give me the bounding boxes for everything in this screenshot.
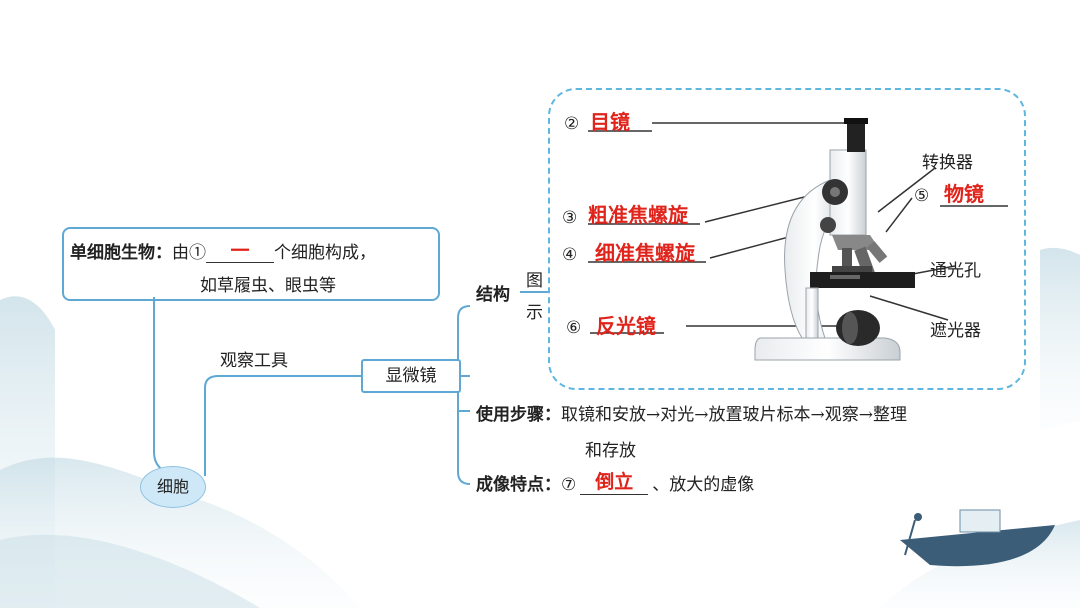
diagram-label-1: 图 xyxy=(526,266,543,291)
part-answer-3: 粗准焦螺旋 xyxy=(588,199,688,228)
part-num-4: ④ xyxy=(562,245,577,265)
diagram-label-2: 示 xyxy=(526,298,543,323)
branch-bracket xyxy=(458,306,470,484)
single-cell-label: 单细胞生物： xyxy=(70,243,172,263)
part-num-6: ⑥ xyxy=(566,318,581,338)
part-diaphragm: 遮光器 xyxy=(930,316,981,341)
part-aperture: 通光孔 xyxy=(930,256,981,281)
steps-line2: 和存放 xyxy=(585,436,636,461)
single-cell-suffix: 个细胞构成， xyxy=(274,243,376,263)
steps-line1: 使用步骤：取镜和安放→对光→放置玻片标本→观察→整理 xyxy=(476,400,907,425)
part-answer-5: 物镜 xyxy=(944,178,984,207)
answer-7: 倒立 xyxy=(595,471,633,493)
part-num-2: ② xyxy=(564,114,579,134)
part-answer-6: 反光镜 xyxy=(596,310,656,339)
line-cell-to-microscope xyxy=(205,376,361,476)
microscope-node: 显微镜 xyxy=(361,359,461,393)
steps-label: 使用步骤： xyxy=(476,405,561,425)
structure-label: 结构 xyxy=(476,280,510,305)
part-answer-2: 目镜 xyxy=(590,106,630,135)
part-converter: 转换器 xyxy=(922,148,973,173)
single-cell-line2: 如草履虫、眼虫等 xyxy=(200,271,336,296)
imaging-line: 成像特点：⑦ 倒立、放大的虚像 xyxy=(476,470,754,495)
single-cell-line1: 单细胞生物：由① 一 个细胞构成， xyxy=(70,238,376,263)
imaging-label: 成像特点： xyxy=(476,475,561,495)
imaging-suffix: 、放大的虚像 xyxy=(652,475,754,495)
imaging-num: ⑦ xyxy=(561,475,576,495)
single-cell-prefix: 由① xyxy=(172,243,206,263)
answer-blank-7: 倒立 xyxy=(580,472,648,495)
answer-blank-1: 一 xyxy=(206,242,274,263)
part-num-5: ⑤ xyxy=(914,186,929,206)
observe-tool-label: 观察工具 xyxy=(220,346,288,371)
line-single-cell-to-cell xyxy=(154,297,166,472)
part-answer-4: 细准焦螺旋 xyxy=(595,237,695,266)
cell-node: 细胞 xyxy=(140,466,206,508)
answer-1: 一 xyxy=(230,240,249,262)
steps-text-1: 取镜和安放→对光→放置玻片标本→观察→整理 xyxy=(561,405,907,425)
part-num-3: ③ xyxy=(562,208,577,228)
